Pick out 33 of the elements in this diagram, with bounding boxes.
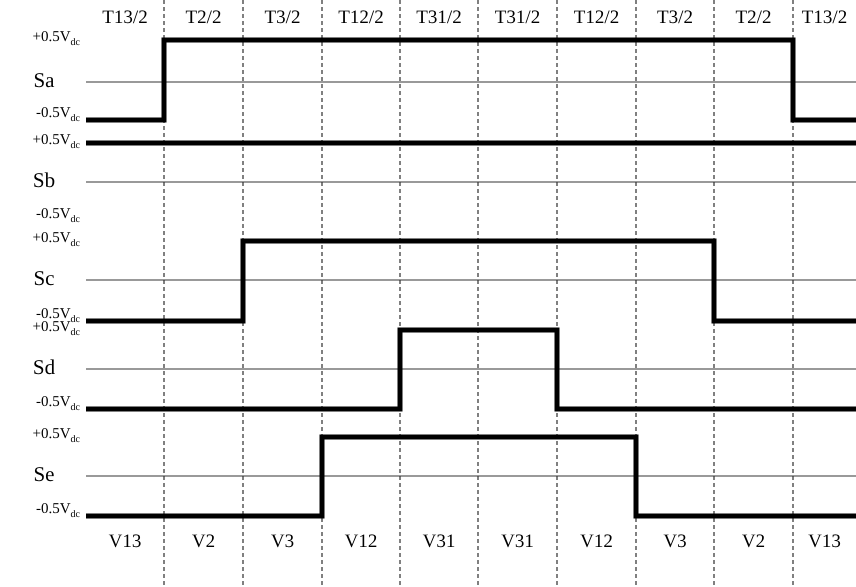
signal-label: Sa xyxy=(34,70,54,91)
interval-time-label: T12/2 xyxy=(574,8,620,27)
voltage-vector-label: V12 xyxy=(344,532,378,551)
interval-time-label: T2/2 xyxy=(736,8,772,27)
voltage-vector-label: V13 xyxy=(108,532,142,551)
interval-time-label: T13/2 xyxy=(802,8,848,27)
level-label: -0.5V$_{dc}$ xyxy=(36,395,80,413)
interval-time-label: T3/2 xyxy=(657,8,693,27)
level-label: -0.5V$_{dc}$ xyxy=(36,502,80,520)
signal-label: Sc xyxy=(34,268,54,289)
interval-time-label: T31/2 xyxy=(416,8,462,27)
voltage-vector-label: V2 xyxy=(192,532,216,551)
voltage-vector-label: V2 xyxy=(742,532,766,551)
voltage-vector-label: V3 xyxy=(663,532,687,551)
interval-time-label: T31/2 xyxy=(494,8,540,27)
signal-label: Sd xyxy=(32,357,56,378)
interval-time-label: T13/2 xyxy=(102,8,148,27)
voltage-vector-label: V3 xyxy=(270,532,294,551)
voltage-vector-label: V31 xyxy=(501,532,534,551)
voltage-vector-label: V13 xyxy=(808,532,841,551)
level-label: -0.5V$_{dc}$ xyxy=(36,106,80,124)
level-label: +0.5V$_{dc}$ xyxy=(32,427,80,445)
level-label: +0.5V$_{dc}$ xyxy=(32,30,80,48)
level-label: +0.5V$_{dc}$ xyxy=(32,231,80,249)
voltage-vector-label: V12 xyxy=(580,532,613,551)
interval-time-label: T12/2 xyxy=(338,8,384,27)
level-label: -0.5V$_{dc}$ xyxy=(36,207,80,225)
voltage-vector-label: V31 xyxy=(422,532,456,551)
interval-time-label: T3/2 xyxy=(264,8,300,27)
signal-label: Sb xyxy=(32,170,56,191)
signal-label: Se xyxy=(34,464,54,485)
level-label: +0.5V$_{dc}$ xyxy=(32,133,80,151)
interval-time-label: T2/2 xyxy=(186,8,222,27)
